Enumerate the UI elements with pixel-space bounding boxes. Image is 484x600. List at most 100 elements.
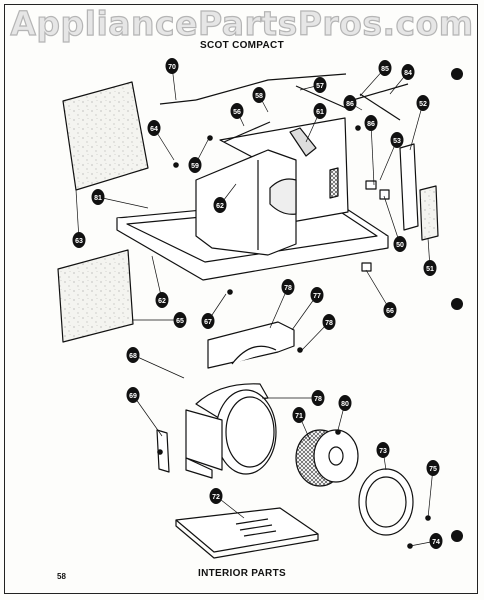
callout-label: 81 [94,195,102,202]
callout-label: 57 [316,83,324,90]
screw-4 [227,289,233,295]
blower-wheel-hub [328,446,344,466]
callout-bubble [292,407,306,423]
callout-label: 73 [379,448,387,455]
callout-bubble [147,120,161,136]
callout-label: 78 [284,285,292,292]
blower-housing-upper [195,149,297,256]
page-number: 58 [57,572,66,581]
callout-label: 68 [129,353,137,360]
page-border [4,4,478,594]
fan-scroll-inner [225,396,275,468]
callout-leader [427,467,434,519]
callout-label: 71 [295,413,303,420]
callout-bubble [390,132,404,148]
callout-leader [132,394,163,437]
housing-opening [269,178,297,215]
callout-bubble [72,232,86,248]
control-box [289,127,317,157]
binder-hole-1 [451,68,463,80]
callout-bubble [313,103,327,119]
callout-leader [370,122,375,186]
callout-bubble [155,292,169,308]
callout-label: 86 [346,101,354,108]
callout-label: 66 [386,308,394,315]
top-rail-brace [295,85,347,109]
callout-label: 85 [381,66,389,73]
callout-bubble [376,442,390,458]
callout-bubble [322,314,336,330]
terminal-strip [329,167,339,199]
drain-pan-rim [175,520,319,559]
drain-pan-marks [235,518,277,537]
callout-label: 50 [396,242,404,249]
callout-bubble [91,189,105,205]
callout-bubble [252,87,266,103]
callout-bubble [209,488,223,504]
callout-label: 62 [158,298,166,305]
callout-bubble [281,279,295,295]
callout-label: 58 [255,93,263,100]
watermark: AppliancePartsPros.com [10,3,474,43]
screw-2 [355,125,361,131]
callout-label: 59 [191,163,199,170]
binder-hole-3 [451,530,463,542]
callout-bubble [401,64,415,80]
callout-label: 70 [168,64,176,71]
top-rail [195,73,347,101]
callout-leader [383,195,401,245]
bracket-arc [231,345,277,365]
callout-label: 65 [176,318,184,325]
callout-leader [365,269,391,311]
screw-6 [157,449,163,455]
callout-label: 63 [75,238,83,245]
callout-bubble [429,533,443,549]
orifice-ring-inner [365,476,407,528]
callout-bubble [213,197,227,213]
callout-bubble [378,60,392,76]
callout-bubble [343,95,357,111]
short-rod-70 [159,99,197,105]
binder-hole-2 [451,298,463,310]
callout-bubble [201,313,215,329]
callout-label: 75 [429,466,437,473]
clip-53 [365,180,377,190]
callout-label: 62 [216,203,224,210]
callout-bubble [126,387,140,403]
screw-7 [335,429,341,435]
callout-label: 67 [204,319,212,326]
callout-bubble [188,157,202,173]
clip-66 [361,262,372,272]
callout-label: 77 [313,293,321,300]
callout-bubble [173,312,187,328]
callout-label: 78 [314,396,322,403]
side-bracket-69 [156,429,170,473]
screw-1 [207,135,213,141]
callout-label: 53 [393,138,401,145]
callout-leader [409,102,424,151]
mount-bracket [207,321,295,369]
clip-50 [379,189,390,200]
side-panel-51 [419,185,439,241]
callout-leader [132,354,185,379]
callout-leader [75,189,80,241]
callout-label: 80 [341,401,349,408]
callout-label: 64 [150,126,158,133]
callout-bubble [393,236,407,252]
callout-label: 52 [419,101,427,108]
callout-bubble [364,115,378,131]
side-bracket-52 [399,143,419,231]
callout-label: 74 [432,539,440,546]
drain-pan [175,507,319,553]
callout-bubble [310,287,324,303]
callout-leader [97,196,149,209]
callout-label: 69 [129,393,137,400]
callout-label: 56 [233,109,241,116]
callout-bubble [165,58,179,74]
callout-label: 51 [426,266,434,273]
callout-label: 78 [325,320,333,327]
fan-scroll-side [185,409,223,471]
callout-label: 72 [212,494,220,501]
